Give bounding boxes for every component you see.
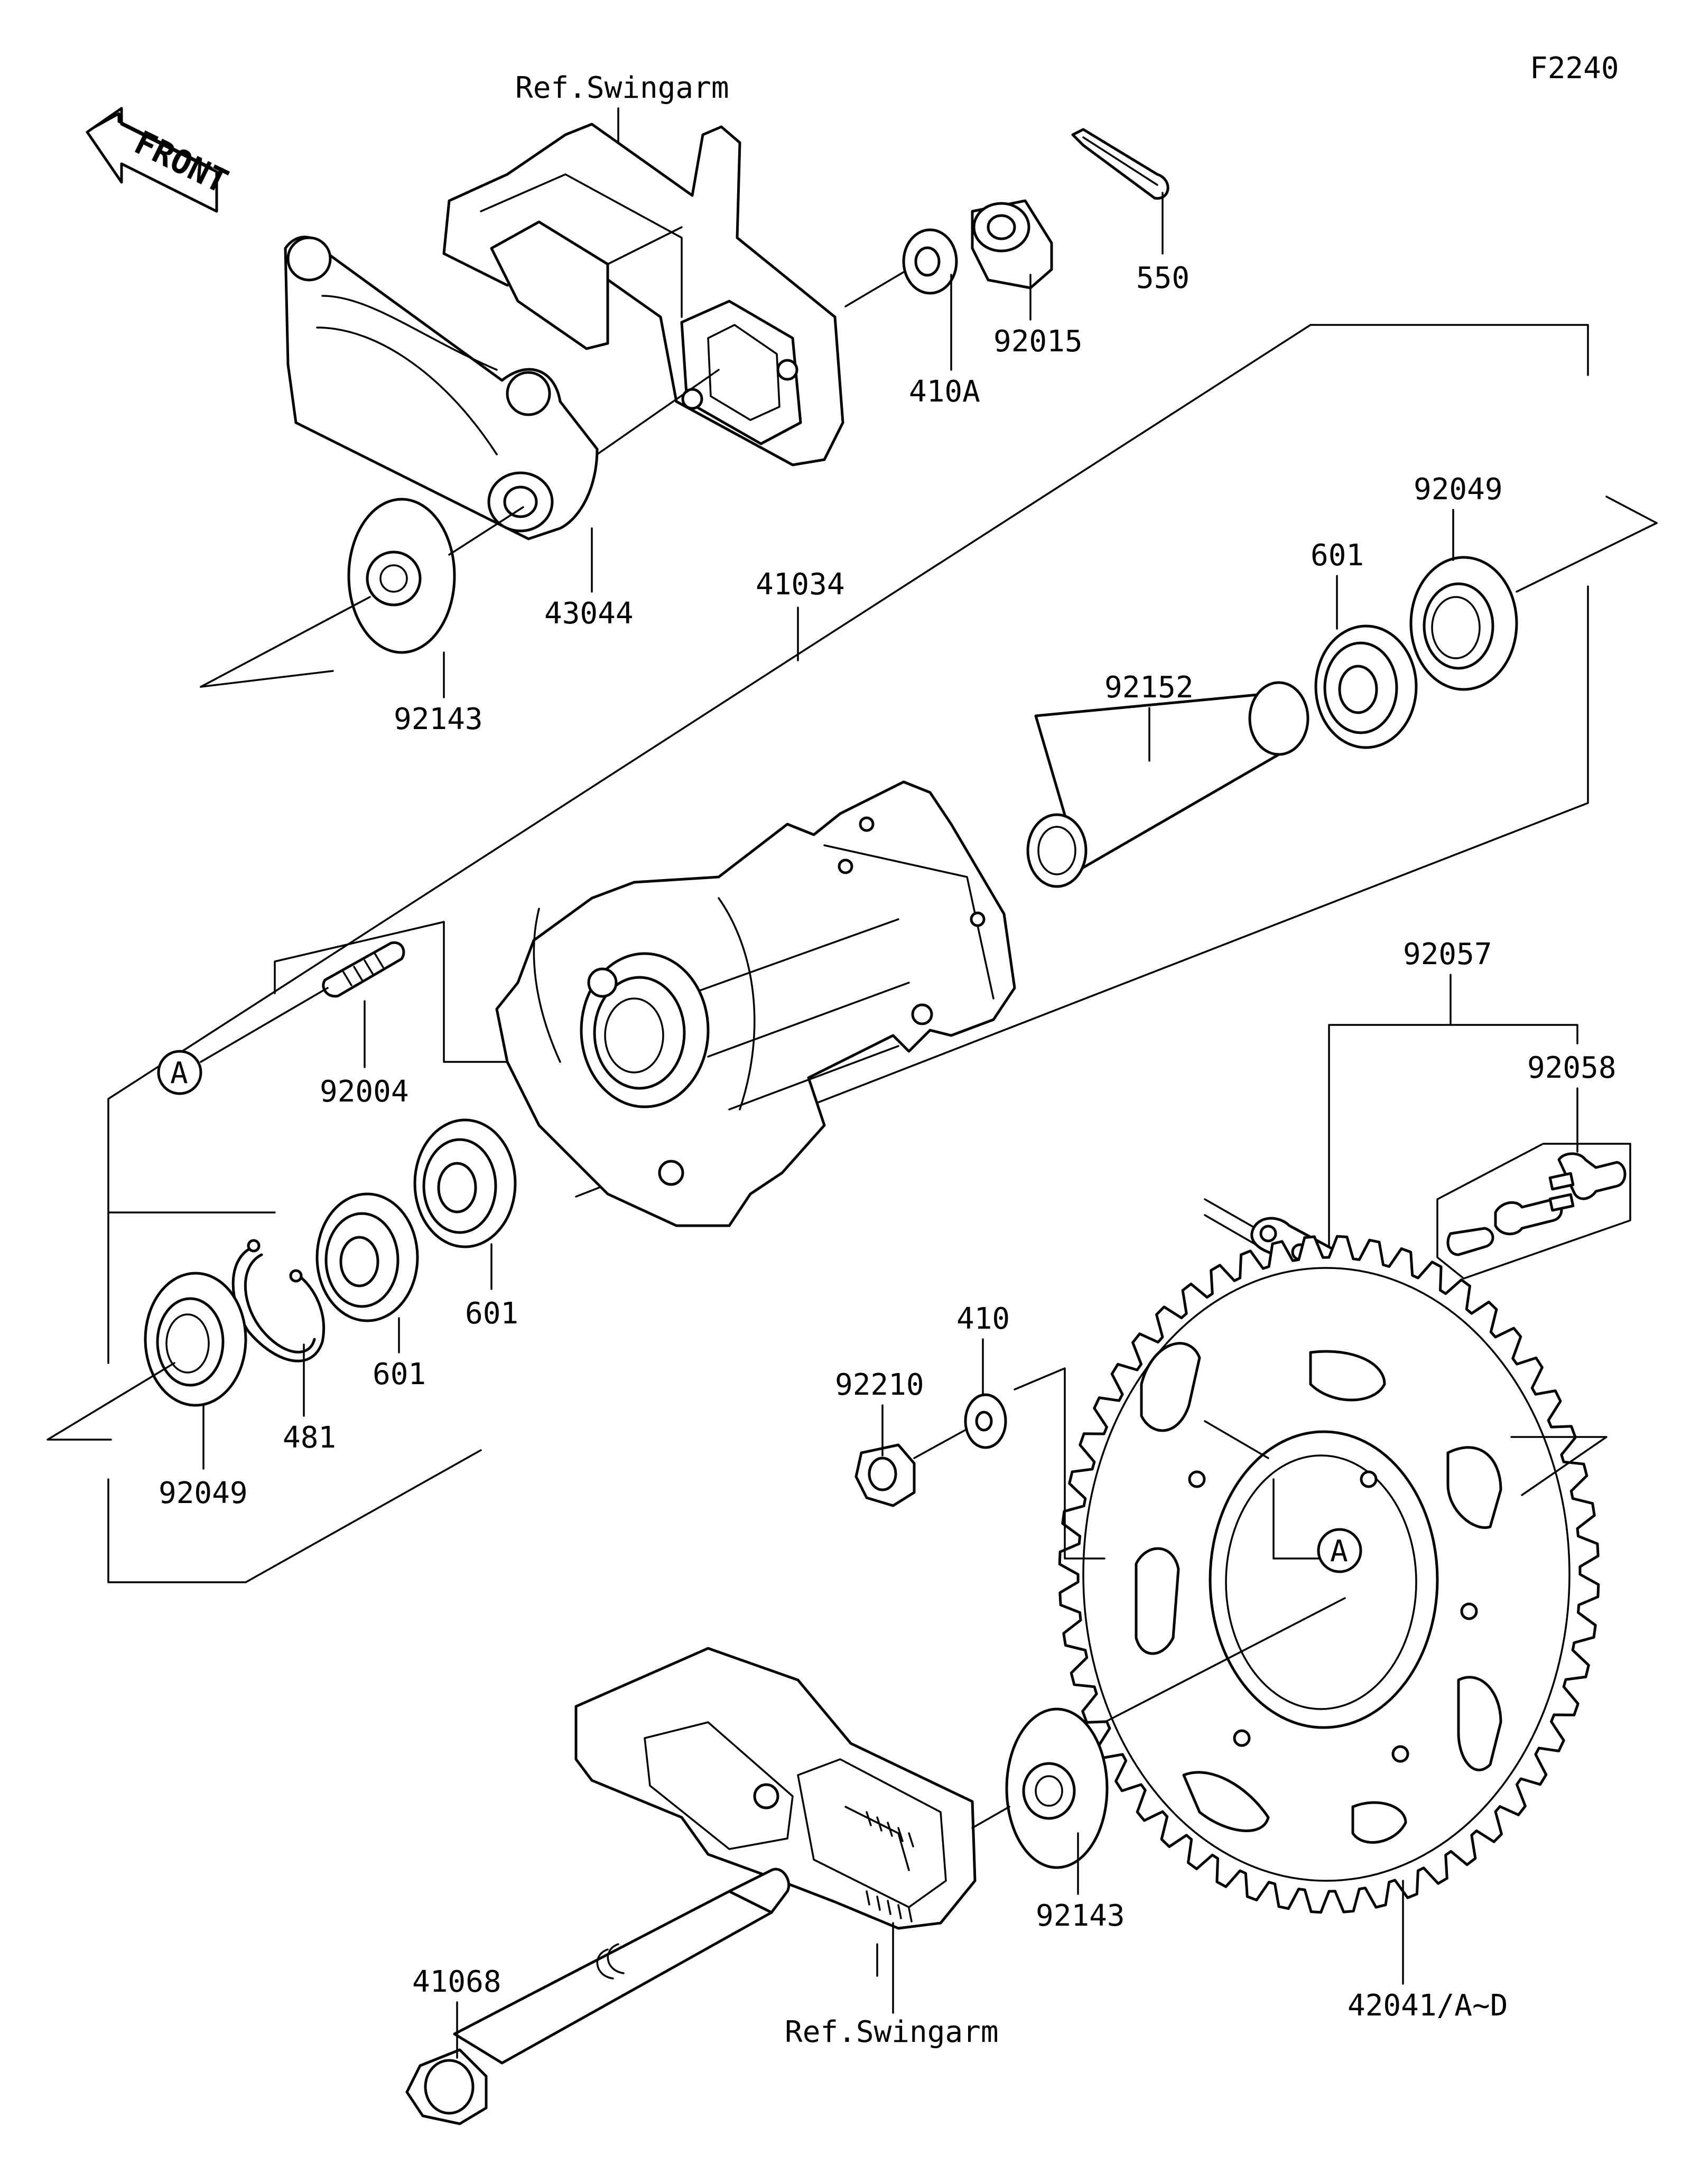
label-92210: 92210 xyxy=(835,1368,924,1402)
master-link-92058 xyxy=(1436,1143,1631,1280)
label-410: 410 xyxy=(956,1302,1010,1336)
spacer-92143-bottom xyxy=(1005,1707,1109,1869)
label-601-low: 601 xyxy=(373,1357,426,1392)
chain-adjuster-43044 xyxy=(284,236,599,540)
axle-41068 xyxy=(405,1868,791,2125)
stud-92004 xyxy=(322,941,405,998)
label-601-top: 601 xyxy=(1311,538,1364,573)
label-41034: 41034 xyxy=(756,567,845,602)
label-92015: 92015 xyxy=(993,324,1083,359)
sprocket-42041 xyxy=(1058,1235,1600,1914)
spacer-92143-top xyxy=(347,498,456,654)
bearing-601-mid xyxy=(413,1118,517,1248)
label-43044: 43044 xyxy=(544,596,634,631)
washer-410A xyxy=(902,228,958,295)
bearing-601-top xyxy=(1314,624,1418,749)
label-410A: 410A xyxy=(909,375,980,409)
figure-code: F2240 xyxy=(1530,51,1619,86)
label-92049-bottom: 92049 xyxy=(159,1476,248,1510)
label-92057: 92057 xyxy=(1403,937,1492,972)
callout-a-right: A xyxy=(1317,1528,1362,1573)
rear-hub xyxy=(495,780,1016,1227)
label-92143-bottom: 92143 xyxy=(1036,1899,1125,1933)
swingarm-bottom xyxy=(574,1647,977,1977)
cotter-pin-550 xyxy=(1071,128,1169,200)
label-92152: 92152 xyxy=(1104,670,1194,705)
callout-a-left: A xyxy=(157,1050,202,1095)
spacer-tube-92152 xyxy=(1026,681,1309,888)
svg-text:A: A xyxy=(1330,1534,1348,1569)
bearing-601-low xyxy=(315,1192,419,1322)
swingarm-top xyxy=(442,123,844,466)
svg-text:A: A xyxy=(170,1056,188,1090)
label-92004: 92004 xyxy=(320,1075,409,1109)
label-481: 481 xyxy=(283,1421,336,1455)
seal-92049-top xyxy=(1409,556,1518,691)
label-92058: 92058 xyxy=(1527,1051,1616,1085)
label-550: 550 xyxy=(1136,261,1190,295)
ref-swingarm-bottom-label: Ref.Swingarm xyxy=(785,2015,999,2049)
label-42041: 42041/A~D xyxy=(1348,1989,1508,2023)
label-92049-top: 92049 xyxy=(1414,472,1503,507)
label-41068: 41068 xyxy=(412,1965,501,1999)
washer-410 xyxy=(964,1393,1007,1449)
adjuster-scale-ticks xyxy=(866,1811,914,1922)
nut-92210 xyxy=(854,1443,916,1507)
ref-swingarm-top-label: Ref.Swingarm xyxy=(515,71,729,105)
nut-92015 xyxy=(971,199,1053,290)
label-601-mid: 601 xyxy=(465,1296,518,1331)
seal-92049-bottom xyxy=(144,1272,247,1407)
front-arrow-icon: FRONT xyxy=(86,107,234,213)
label-92143-top: 92143 xyxy=(394,702,483,736)
